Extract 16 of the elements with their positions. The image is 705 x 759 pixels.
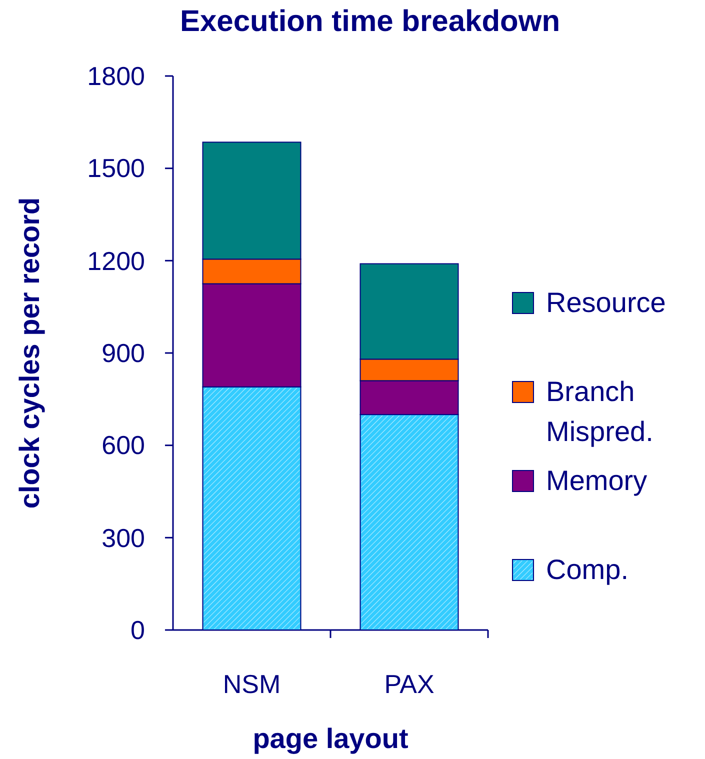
legend-label: Resource	[546, 286, 667, 320]
tick-label: 1500	[87, 153, 145, 184]
category-label: PAX	[383, 668, 436, 700]
tick-label: 300	[102, 522, 145, 553]
tick-label: 1800	[87, 61, 145, 91]
axis-title: page layout	[252, 722, 410, 756]
category-label: NSM	[222, 668, 282, 700]
tick-label: 600	[102, 430, 145, 460]
tick-label: 1200	[87, 246, 145, 276]
chart-title: Execution time breakdown	[178, 4, 562, 40]
legend-label: Comp.	[546, 553, 630, 587]
tick-label: 0	[130, 615, 145, 645]
tick-label: 900	[102, 338, 145, 368]
legend-label: Branch Mispred.	[546, 375, 654, 449]
axis-title: clock cycles per record	[13, 197, 46, 509]
legend-label: Memory	[546, 464, 648, 498]
